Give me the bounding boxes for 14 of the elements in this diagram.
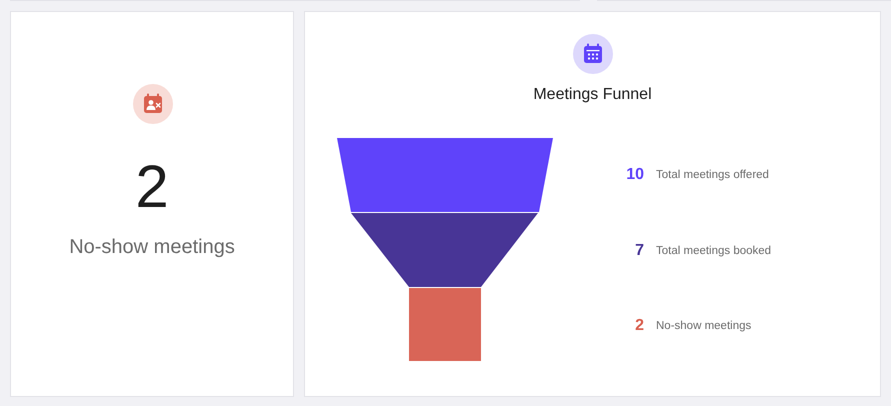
metric-value: 7 (634, 241, 644, 261)
funnel-segment (351, 213, 538, 287)
card (304, 11, 881, 397)
card (10, 11, 294, 397)
funnel-segment (409, 288, 481, 361)
card-label: No-show meetings (68, 235, 236, 260)
metric-label: Total meetings booked (656, 244, 772, 259)
metric-label: Total meetings offered (656, 168, 769, 183)
card-title: Meetings Funnel (532, 85, 653, 105)
metric-value: 10 (625, 165, 644, 185)
funnel-segment (337, 138, 553, 212)
metric-value: 2 (634, 316, 644, 336)
big-number: 2 (134, 152, 170, 222)
metric-label: No-show meetings (656, 319, 752, 334)
